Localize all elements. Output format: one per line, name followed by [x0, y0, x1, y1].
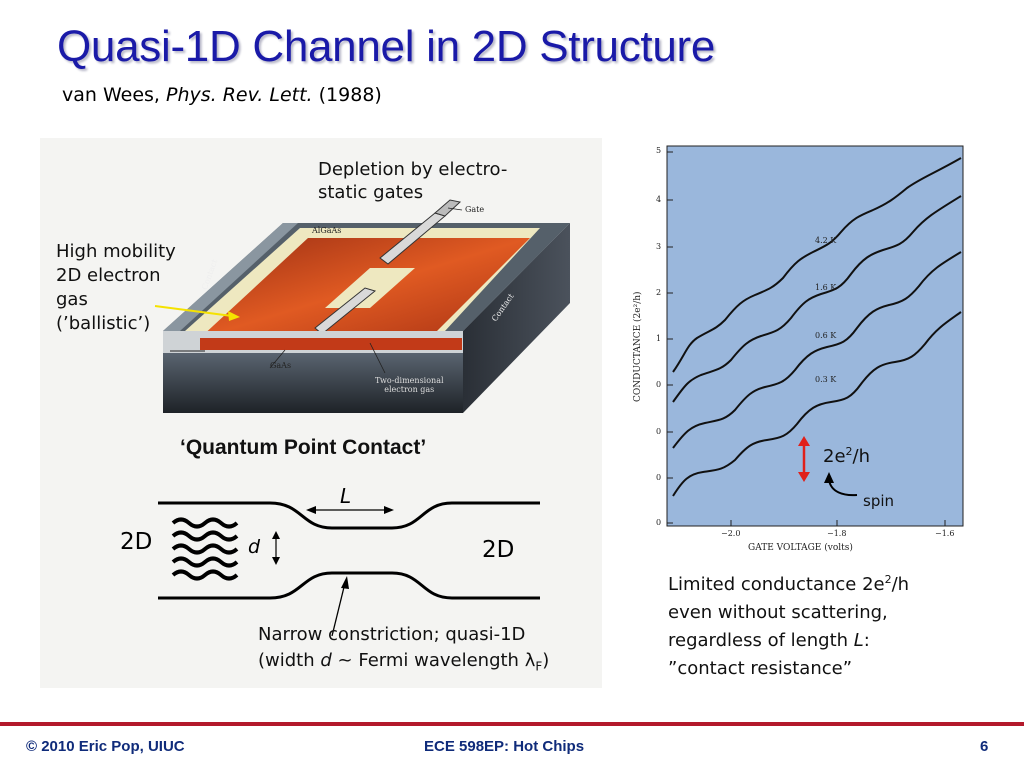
xtick-0: −2.0	[721, 529, 741, 538]
footer-page-number: 6	[980, 738, 989, 755]
ytick-3: 2	[656, 288, 662, 297]
length-label: L	[340, 484, 352, 508]
slide-title: Quasi-1D Channel in 2D Structure	[57, 22, 716, 71]
mobility-label: High mobility 2D electron gas (’ballisti…	[56, 240, 176, 336]
plot-xlabel: GATE VOLTAGE (volts)	[748, 543, 853, 553]
ytick-4: 1	[656, 334, 662, 343]
ytick-0: 5	[656, 146, 662, 155]
ytick-8: 0	[656, 518, 662, 527]
depletion-line1: Depletion by electro-	[318, 159, 508, 180]
conclusion-text: Limited conductance 2e2/h even without s…	[668, 566, 909, 683]
subtitle-journal: Phys. Rev. Lett.	[166, 84, 313, 106]
plot-ylabel: CONDUCTANCE (2e²/h)	[633, 291, 643, 402]
twodeg-label: Two-dimensional electron gas	[375, 376, 444, 394]
spin-label: spin	[863, 492, 895, 510]
depletion-label: Depletion by electro- static gates	[318, 158, 507, 204]
depletion-line2: static gates	[318, 182, 424, 203]
quantum-annotation: 2e2/h	[823, 445, 871, 467]
plot-area	[666, 145, 964, 527]
xtick-2: −1.6	[935, 529, 955, 538]
constriction-caption: Narrow constriction; quasi-1D (width d ~…	[258, 622, 549, 680]
mobility-line-3: gas	[56, 289, 88, 310]
footer-course: ECE 598EP: Hot Chips	[424, 738, 585, 755]
qpc-caption: ‘Quantum Point Contact’	[180, 436, 427, 459]
conclusion-line4: ”contact resistance”	[668, 658, 853, 679]
width-label: d	[248, 536, 261, 558]
conductance-chart	[666, 145, 964, 527]
algaas-label: AlGaAs	[312, 226, 342, 235]
twodeg-line1: Two-dimensional	[375, 376, 444, 385]
constriction-schematic	[158, 501, 540, 637]
subtitle-authors: van Wees,	[62, 84, 166, 106]
device-illustration	[154, 199, 570, 413]
device-figure: Depletion by electro- static gates Gate …	[40, 138, 602, 688]
conclusion-line1: Limited conductance 2e2/h	[668, 573, 910, 595]
gaas-label: GaAs	[270, 361, 292, 370]
footer-divider	[0, 722, 1024, 726]
lambda-symbol: λ	[524, 650, 536, 671]
constriction-line1: Narrow constriction; quasi-1D	[258, 624, 526, 645]
temp-label-3: 0.3 K	[815, 375, 837, 384]
twodeg-line2: electron gas	[384, 385, 435, 394]
mobility-line-4: (’ballistic’)	[56, 313, 151, 334]
left-2d-label: 2D	[120, 529, 153, 555]
footer-copyright: © 2010 Eric Pop, UIUC	[26, 738, 185, 755]
ytick-6: 0	[656, 427, 662, 436]
constriction-line2: (width d ~ Fermi wavelength λF)	[258, 650, 550, 674]
ytick-2: 3	[656, 242, 662, 251]
xtick-1: −1.8	[827, 529, 847, 538]
gate-label: Gate	[465, 205, 485, 214]
subtitle-year: (1988)	[312, 84, 382, 106]
mobility-line-2: 2D electron	[56, 265, 161, 286]
right-2d-label: 2D	[482, 537, 515, 563]
ytick-5: 0	[656, 380, 662, 389]
temp-label-1: 1.6 K	[815, 283, 837, 292]
mobility-line-1: High mobility	[56, 241, 176, 262]
conclusion-line3: regardless of length L:	[668, 630, 870, 651]
ytick-1: 4	[656, 195, 662, 204]
slide-subtitle: van Wees, Phys. Rev. Lett. (1988)	[62, 84, 382, 106]
temp-label-0: 4.2 K	[815, 236, 837, 245]
ytick-7: 0	[656, 473, 662, 482]
temp-label-2: 0.6 K	[815, 331, 837, 340]
conductance-plot: 5 4 3 2 1 0 0 0 0 −2.0 −1.8 −1.6 GATE VO…	[625, 140, 965, 560]
conclusion-line2: even without scattering,	[668, 602, 888, 623]
